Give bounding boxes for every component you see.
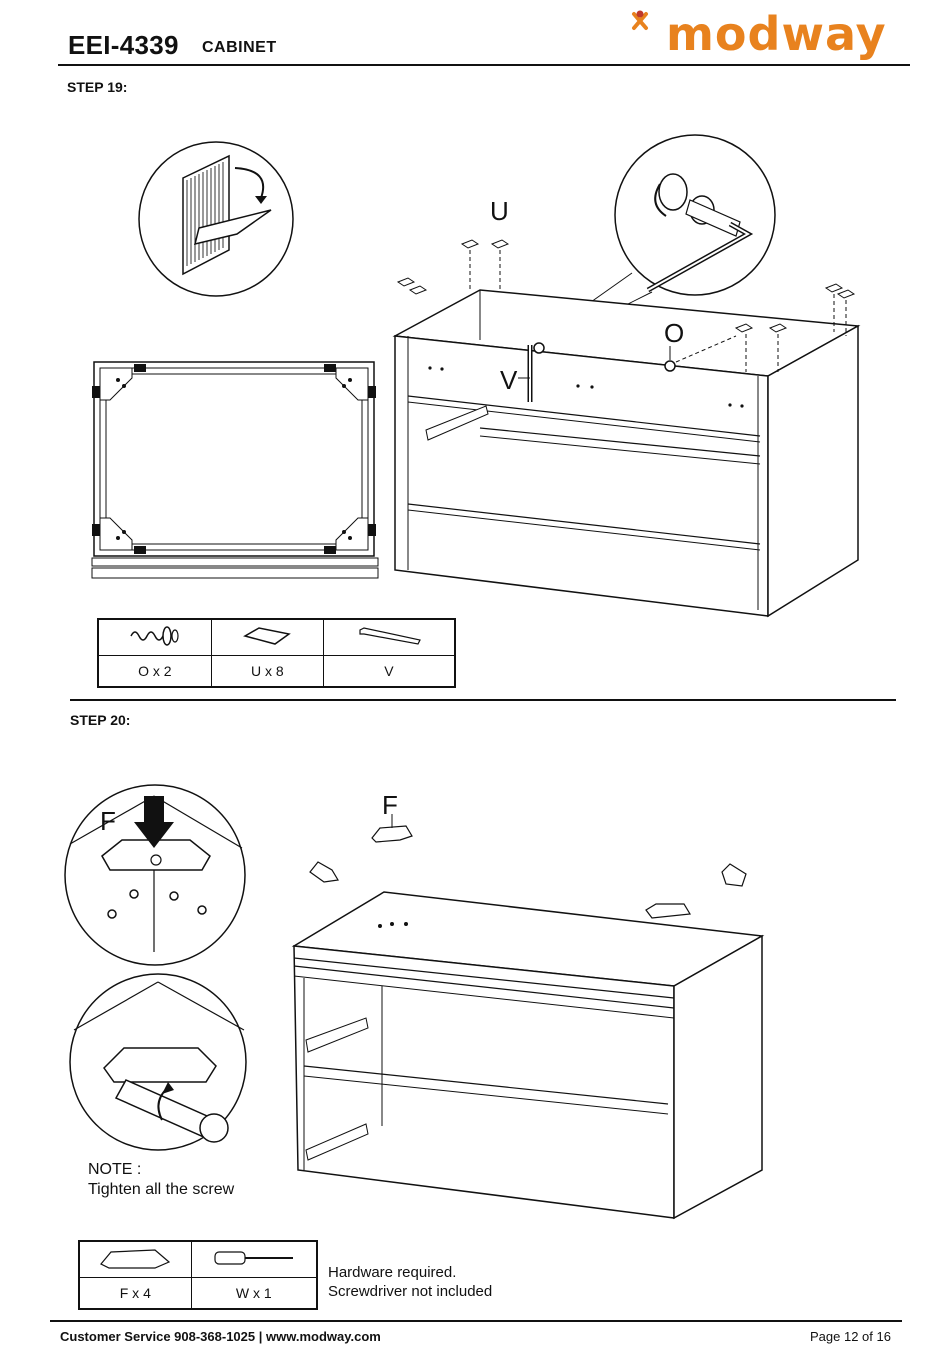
pad-icon <box>211 619 323 655</box>
note-text: Tighten all the screw <box>88 1180 234 1200</box>
cam-bolt-icon <box>98 619 211 655</box>
step20-detail-bracket-tighten <box>66 970 256 1160</box>
step-divider <box>70 699 896 701</box>
hardware-v-label: V <box>323 655 455 687</box>
step19-detail-tape <box>137 140 297 300</box>
document-subtitle: CABINET <box>202 39 277 57</box>
step19-cabinet-drawing <box>390 140 870 620</box>
screwdriver-icon <box>191 1241 317 1277</box>
step19-title: STEP 19: <box>67 79 127 95</box>
label-f-main: F <box>382 790 398 821</box>
label-u: U <box>490 196 509 227</box>
document-code: EEI-4339 <box>68 30 179 61</box>
note-title: NOTE : <box>88 1160 141 1180</box>
footer-rule <box>50 1320 902 1322</box>
step19-top-view <box>90 358 380 583</box>
modway-logo: modway <box>628 4 878 68</box>
customer-service: Customer Service 908-368-1025 | www.modw… <box>60 1329 381 1344</box>
hardware-o-label: O x 2 <box>98 655 211 687</box>
step20-detail-bracket-insert <box>62 782 252 972</box>
page-number: Page 12 of 16 <box>810 1329 891 1344</box>
label-f-detail: F <box>100 806 116 837</box>
step20-title: STEP 20: <box>70 712 130 728</box>
step20-cabinet-drawing <box>280 790 780 1230</box>
step19-hardware-table: O x 2 U x 8 V <box>97 618 456 688</box>
logo-mark-icon: modway <box>628 4 878 68</box>
label-o: O <box>664 318 684 349</box>
hardware-u-label: U x 8 <box>211 655 323 687</box>
hardware-f-label: F x 4 <box>79 1277 191 1309</box>
hardware-note-1: Hardware required. <box>328 1263 456 1283</box>
corner-bracket-icon <box>79 1241 191 1277</box>
allen-key-icon <box>323 619 455 655</box>
hardware-note-2: Screwdriver not included <box>328 1282 492 1302</box>
step20-hardware-table: F x 4 W x 1 <box>78 1240 318 1310</box>
label-v: V <box>500 365 517 396</box>
svg-text:modway: modway <box>666 7 887 61</box>
header-rule <box>58 64 910 66</box>
hardware-w-label: W x 1 <box>191 1277 317 1309</box>
